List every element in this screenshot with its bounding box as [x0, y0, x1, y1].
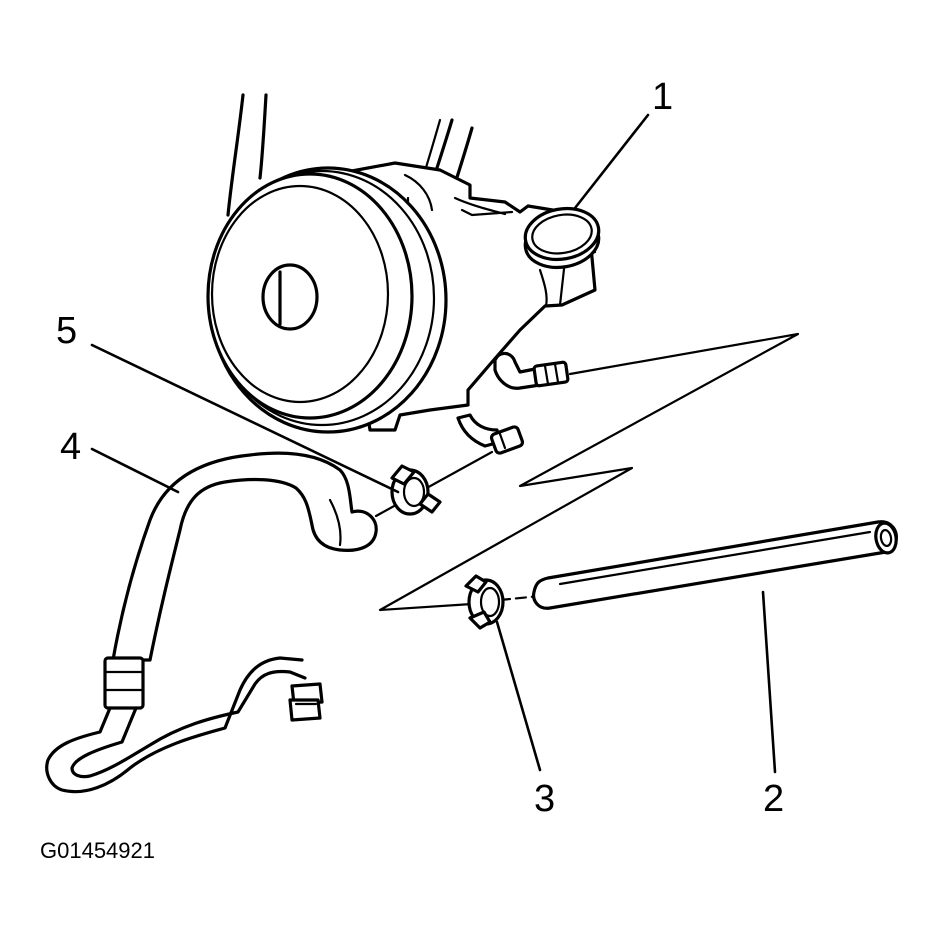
leader-4 — [90, 447, 180, 494]
figure-id: G01454921 — [40, 838, 155, 863]
leader-2 — [761, 590, 777, 774]
leader-lines — [90, 113, 777, 774]
callout-3: 3 — [534, 778, 556, 820]
callout-5: 5 — [56, 310, 78, 352]
leader-1 — [573, 113, 650, 210]
reservoir-cap — [523, 206, 601, 270]
return-hose — [532, 520, 898, 610]
callout-1: 1 — [652, 76, 674, 118]
leader-3 — [495, 620, 542, 772]
hose-clamp-5 — [390, 464, 442, 516]
hose-clamp-3 — [464, 574, 505, 630]
pressure-hose-assembly — [45, 451, 378, 794]
callout-4: 4 — [60, 426, 82, 468]
pump-pulley — [206, 166, 448, 434]
pump-return-fitting — [493, 351, 570, 390]
callout-2: 2 — [763, 778, 785, 820]
pump-pressure-fitting — [456, 413, 525, 455]
leader-5 — [90, 343, 400, 494]
